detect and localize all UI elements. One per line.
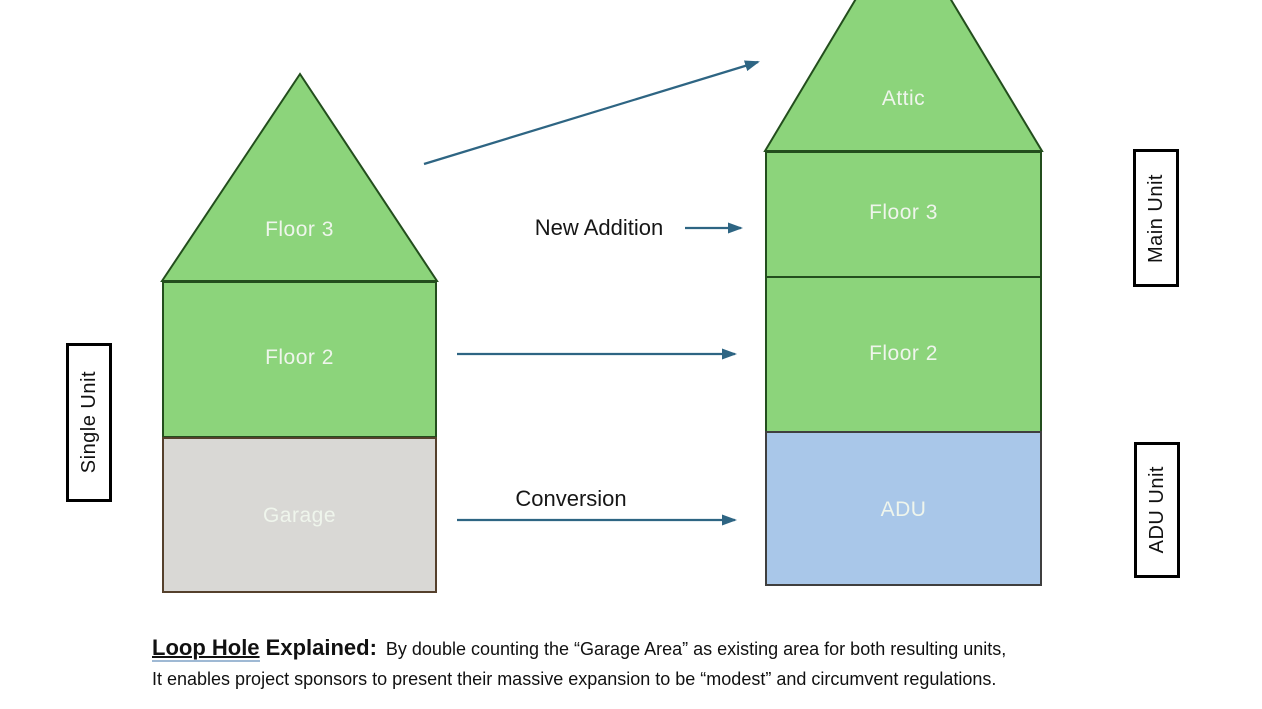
- left-house-garage-rect: [162, 437, 437, 593]
- caption-heading: Loop Hole Explained:: [152, 635, 377, 663]
- main-unit-box: Main Unit: [1133, 149, 1179, 287]
- main-unit-label: Main Unit: [1144, 173, 1167, 263]
- conversion-label: Conversion: [515, 486, 627, 511]
- single-unit-box: Single Unit: [66, 343, 112, 502]
- right-house-roof: [763, 0, 1044, 152]
- caption-line-1: Loop Hole Explained: By double counting t…: [152, 634, 1142, 665]
- single-unit-label: Single Unit: [77, 371, 100, 474]
- left-garage-label: Garage: [262, 504, 337, 527]
- right-adu-label: ADU: [880, 498, 927, 521]
- caption-line-2: It enables project sponsors to present t…: [152, 669, 997, 689]
- new-addition-label: New Addition: [534, 215, 664, 240]
- right-floor2-label: Floor 2: [869, 342, 938, 365]
- right-attic-label: Attic: [881, 87, 926, 110]
- caption-body-1: By double counting the “Garage Area” as …: [385, 639, 1007, 659]
- left-roof-label: Floor 3: [265, 218, 334, 241]
- right-floor3-label: Floor 3: [869, 201, 938, 224]
- caption-heading-rest: Explained:: [259, 635, 377, 660]
- right-house-adu-rect: [765, 431, 1042, 586]
- caption-heading-underlined: Loop Hole: [152, 636, 260, 663]
- adu-unit-label: ADU Unit: [1145, 466, 1168, 554]
- left-floor2-label: Floor 2: [265, 346, 334, 369]
- left-house-roof: [160, 72, 439, 282]
- right-house-floor2-rect: [765, 276, 1042, 433]
- caption: Loop Hole Explained: By double counting t…: [152, 634, 1142, 693]
- adu-unit-box: ADU Unit: [1134, 442, 1180, 578]
- attic-arrow: [423, 60, 760, 166]
